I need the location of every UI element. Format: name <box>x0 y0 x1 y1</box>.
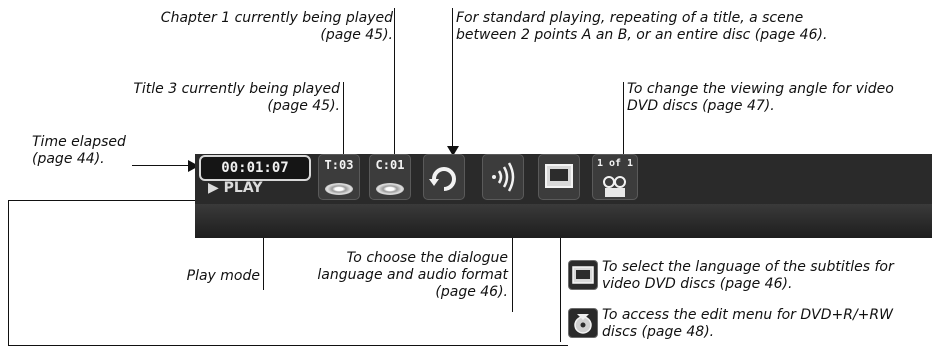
repeat-leader <box>452 8 453 148</box>
angle-button[interactable]: 1 of 1 <box>592 154 638 200</box>
subtitle-icon <box>545 164 573 188</box>
title-button[interactable]: T:03 <box>318 154 360 200</box>
osd-bar-lower <box>195 204 932 238</box>
elapsed-time-display: 00:01:07 <box>199 155 311 181</box>
play-mode-indicator: ▶ PLAY <box>208 180 263 196</box>
chapter-annotation: Chapter 1 currently being played (page 4… <box>160 10 393 43</box>
subtitle-icon-small <box>568 260 598 290</box>
audio-button[interactable] <box>482 154 524 200</box>
time-leader <box>132 165 190 166</box>
repeat-arrowhead <box>447 146 459 156</box>
angle-annotation: To change the viewing angle for video DV… <box>627 81 894 114</box>
title-annotation: Title 3 currently being played (page 45)… <box>133 81 340 114</box>
repeat-button[interactable] <box>423 154 465 200</box>
chapter-button[interactable]: C:01 <box>369 154 411 200</box>
edit-icon <box>574 314 592 334</box>
subtitle-button[interactable] <box>538 154 580 200</box>
repeat-icon <box>429 167 456 191</box>
left-bracket-top <box>8 200 208 201</box>
title-value: T:03 <box>324 158 354 172</box>
title-leader <box>343 82 344 154</box>
audio-annotation: To choose the dialogue language and audi… <box>317 250 508 300</box>
audio-icon <box>492 162 515 192</box>
time-annotation: Time elapsed (page 44). <box>32 134 126 167</box>
chapter-leader <box>394 8 395 154</box>
edit-icon-small <box>568 308 598 338</box>
left-bracket-vertical <box>8 200 9 345</box>
audio-leader <box>512 216 513 312</box>
time-arrowhead <box>188 160 199 172</box>
disc-icon <box>376 183 404 195</box>
subtitles-annotation: To select the language of the subtitles … <box>602 259 894 292</box>
disc-icon <box>325 183 353 195</box>
angle-leader <box>623 82 624 154</box>
left-bracket-bottom <box>8 345 568 346</box>
play-mode-annotation: Play mode <box>186 268 260 284</box>
chapter-value: C:01 <box>375 158 405 172</box>
subtitle-leader <box>560 204 561 342</box>
repeat-annotation: For standard playing, repeating of a tit… <box>456 10 828 43</box>
subtitle-icon <box>572 266 594 284</box>
angle-icon <box>603 176 626 197</box>
angle-value: 1 of 1 <box>596 158 634 169</box>
play-leader <box>263 216 264 290</box>
edit-annotation: To access the edit menu for DVD+R/+RW di… <box>602 307 893 340</box>
